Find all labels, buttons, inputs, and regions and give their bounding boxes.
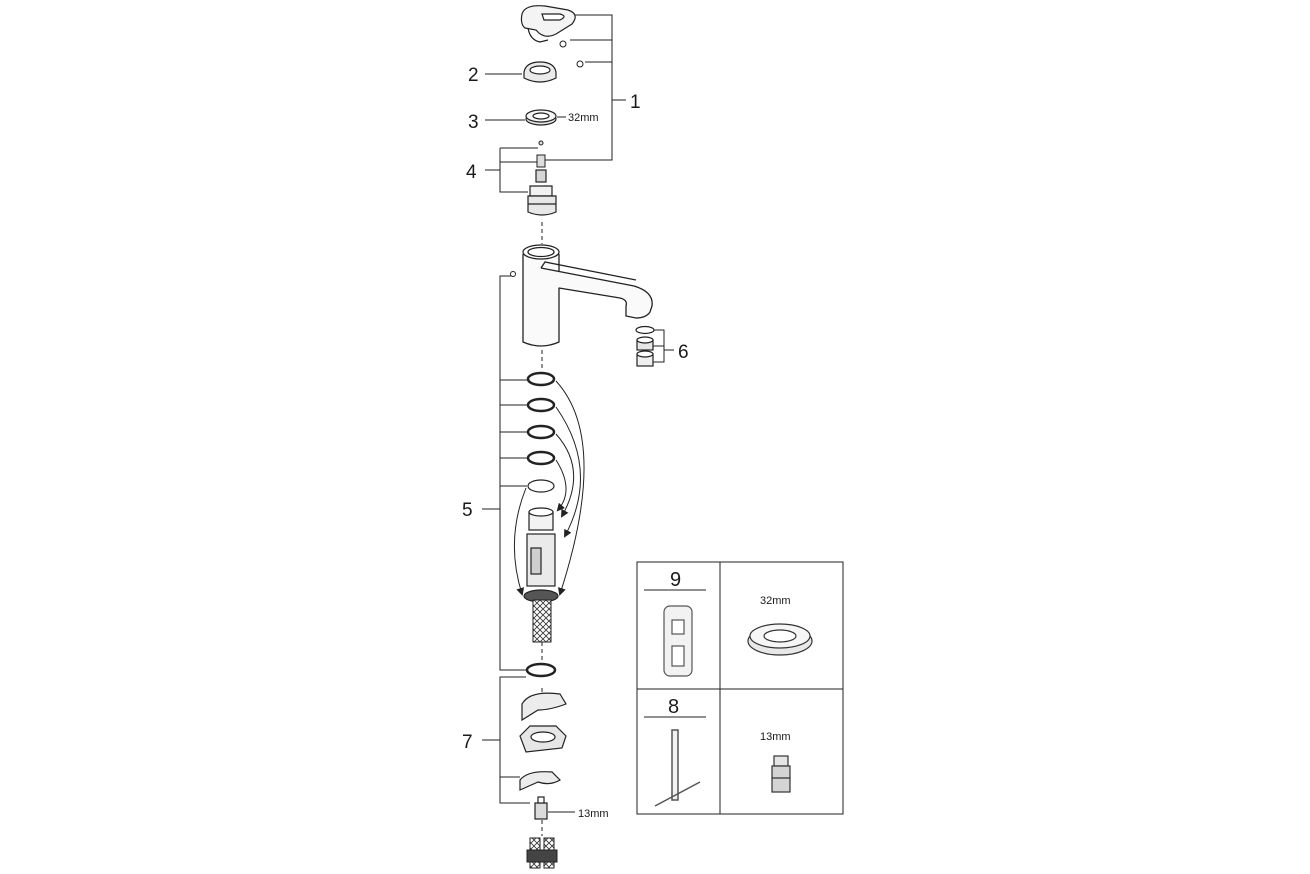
leader-lines (482, 14, 674, 836)
set-screw (510, 271, 516, 277)
ring-nut (525, 109, 557, 126)
lever-handle (520, 5, 576, 43)
supply-hoses (526, 837, 558, 869)
assembly-arrows (513, 380, 585, 596)
mounting-kit (519, 692, 567, 791)
callout-6: 6 (678, 342, 689, 363)
tool-number-9: 9 (670, 569, 681, 591)
aerator-set (635, 325, 655, 367)
o-rings (526, 371, 556, 493)
callout-7: 7 (462, 732, 473, 753)
tools-table: 9 32mm 8 13mm (636, 561, 844, 815)
fitting-size-label: 13mm (578, 808, 609, 820)
cover-cap (523, 61, 557, 83)
handle-screw (559, 40, 567, 48)
tool-size-32mm: 32mm (760, 595, 791, 607)
callout-1: 1 (630, 92, 641, 113)
nut-32mm-icon (747, 623, 813, 656)
threaded-fitting (534, 796, 548, 820)
callout-5: 5 (462, 500, 473, 521)
socket-tool-icon (663, 605, 693, 677)
callout-4: 4 (466, 162, 477, 183)
faucet-body (522, 244, 653, 347)
handle-cap (576, 60, 584, 68)
cartridge (527, 169, 557, 216)
tool-size-13mm: 13mm (760, 731, 791, 743)
braided-hose (532, 599, 552, 643)
tool-number-8: 8 (668, 696, 679, 718)
cartridge-pin (536, 140, 546, 168)
base-o-ring (525, 662, 557, 678)
t-wrench-icon (654, 729, 701, 807)
hose-coupling (523, 507, 559, 603)
nut-size-label: 32mm (568, 112, 599, 124)
callout-2: 2 (468, 65, 479, 86)
fitting-13mm-icon (771, 755, 791, 793)
callout-3: 3 (468, 112, 479, 133)
